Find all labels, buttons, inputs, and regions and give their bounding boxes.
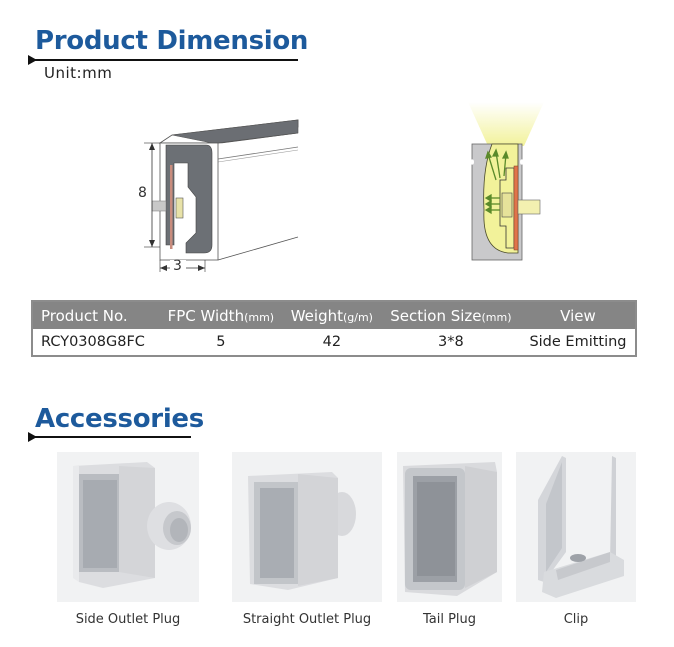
header-view: View bbox=[520, 301, 636, 329]
cell-product-no: RCY0308G8FC bbox=[32, 329, 159, 356]
clip-label: Clip bbox=[563, 612, 589, 627]
straight-outlet-plug-label: Straight Outlet Plug bbox=[242, 612, 372, 627]
table-row: RCY0308G8FC 5 42 3*8 Side Emitting bbox=[32, 329, 636, 356]
straight-outlet-plug-image bbox=[232, 452, 382, 602]
header-section-size: Section Size(mm) bbox=[380, 301, 521, 329]
header-fpc-width: FPC Width(mm) bbox=[158, 301, 283, 329]
accessory-straight-outlet-plug: Straight Outlet Plug bbox=[232, 452, 382, 627]
accessory-clip: Clip bbox=[516, 452, 636, 627]
accessory-tail-plug: Tail Plug bbox=[397, 452, 502, 627]
width-dimension-label: 3 bbox=[173, 258, 182, 274]
unit-label: Unit:mm bbox=[44, 64, 113, 82]
cell-view: Side Emitting bbox=[520, 329, 636, 356]
side-outlet-plug-label: Side Outlet Plug bbox=[75, 612, 181, 627]
tail-plug-label: Tail Plug bbox=[422, 612, 477, 627]
tail-plug-image bbox=[397, 452, 502, 602]
header-product-no: Product No. bbox=[32, 301, 159, 329]
header-weight: Weight(g/m) bbox=[282, 301, 381, 329]
side-emitting-section-diagram bbox=[462, 100, 552, 265]
spec-table: Product No. FPC Width(mm) Weight(g/m) Se… bbox=[31, 300, 637, 357]
clip-image bbox=[516, 452, 636, 602]
height-dimension-label: 8 bbox=[138, 185, 147, 201]
cell-fpc-width: 5 bbox=[158, 329, 283, 356]
title-arrow-icon bbox=[28, 432, 37, 442]
cell-weight: 42 bbox=[282, 329, 381, 356]
title-underline bbox=[34, 59, 298, 61]
accessory-side-outlet-plug: Side Outlet Plug bbox=[57, 452, 199, 627]
title-arrow-icon bbox=[28, 55, 37, 65]
section-title-product-dimension: Product Dimension bbox=[35, 26, 309, 56]
title-underline bbox=[34, 436, 191, 438]
profile-dimension-diagram: 8 3 bbox=[130, 115, 305, 275]
cell-section-size: 3*8 bbox=[380, 329, 521, 356]
side-outlet-plug-image bbox=[57, 452, 199, 602]
section-title-accessories: Accessories bbox=[35, 404, 204, 434]
table-header-row: Product No. FPC Width(mm) Weight(g/m) Se… bbox=[32, 301, 636, 329]
